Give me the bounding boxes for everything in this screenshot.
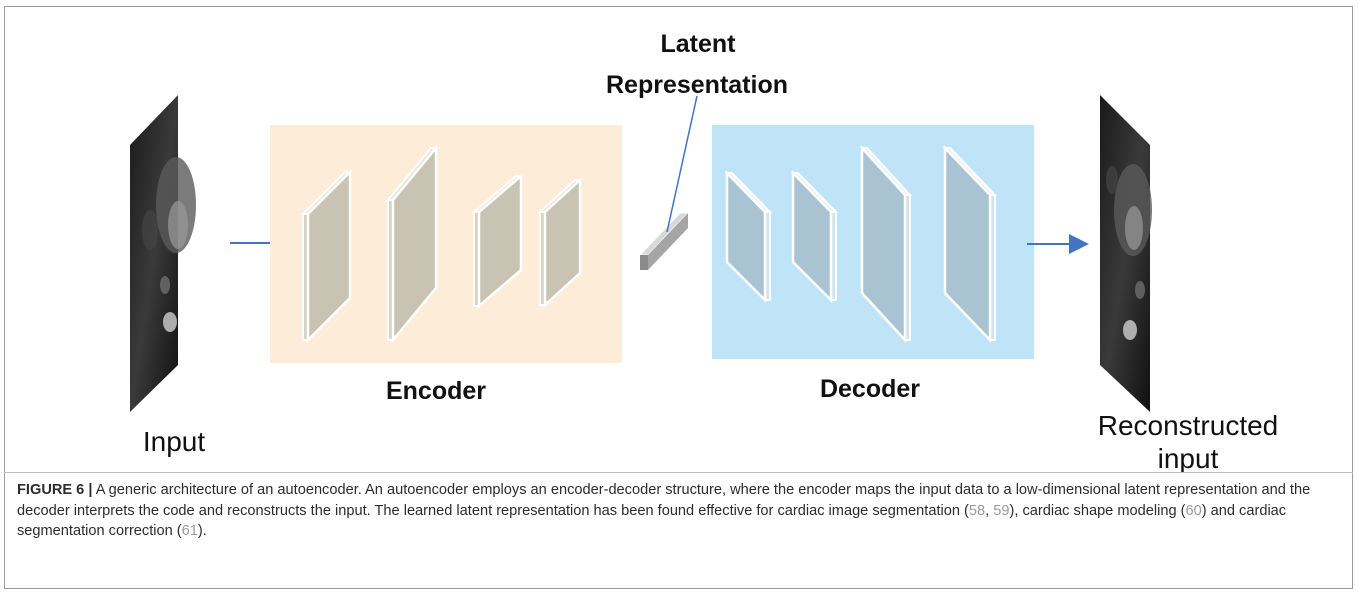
latent-label-line1: Latent bbox=[661, 30, 737, 58]
input-image bbox=[130, 95, 196, 412]
citation-link[interactable]: 60 bbox=[1185, 502, 1202, 519]
caption-text: A generic architecture of an autoencoder… bbox=[17, 482, 1311, 519]
figure-frame bbox=[4, 6, 1353, 589]
output-label-line1: Reconstructed bbox=[1098, 410, 1279, 441]
figure-caption: FIGURE 6 | A generic architecture of an … bbox=[17, 480, 1342, 542]
citation-link[interactable]: 58 bbox=[968, 502, 986, 519]
decoder-label: Decoder bbox=[820, 375, 920, 403]
citation-link[interactable]: 59 bbox=[993, 502, 1010, 519]
citation-link[interactable]: 61 bbox=[181, 523, 198, 540]
autoencoder-diagram: Encoder Latent Representation Decoder bbox=[130, 30, 1279, 472]
decoder-layer bbox=[942, 144, 998, 344]
encoder-layer bbox=[537, 177, 583, 308]
latent-pointer-line bbox=[666, 95, 698, 233]
caption-label: FIGURE 6 | bbox=[17, 482, 93, 498]
encoder-label: Encoder bbox=[386, 377, 486, 405]
decoder-layer bbox=[724, 169, 773, 304]
latent-label-line2: Representation bbox=[606, 71, 788, 99]
reconstructed-image bbox=[1100, 95, 1152, 412]
caption-text: ) and cardiac segmentation correction ( bbox=[17, 502, 1287, 540]
encoder-layer bbox=[385, 144, 439, 344]
caption-divider bbox=[4, 472, 1353, 473]
decoder-layer bbox=[790, 169, 839, 304]
latent-code bbox=[638, 212, 690, 270]
caption-text: ), cardiac shape modeling ( bbox=[1009, 502, 1186, 519]
decoder-layer bbox=[859, 144, 913, 344]
encoder-layer bbox=[300, 168, 353, 344]
input-label: Input bbox=[143, 426, 205, 457]
encoder-layer bbox=[471, 173, 524, 309]
output-label-line2: input bbox=[1158, 443, 1219, 472]
caption-text: ). bbox=[197, 523, 207, 540]
caption-text: , bbox=[985, 502, 994, 519]
